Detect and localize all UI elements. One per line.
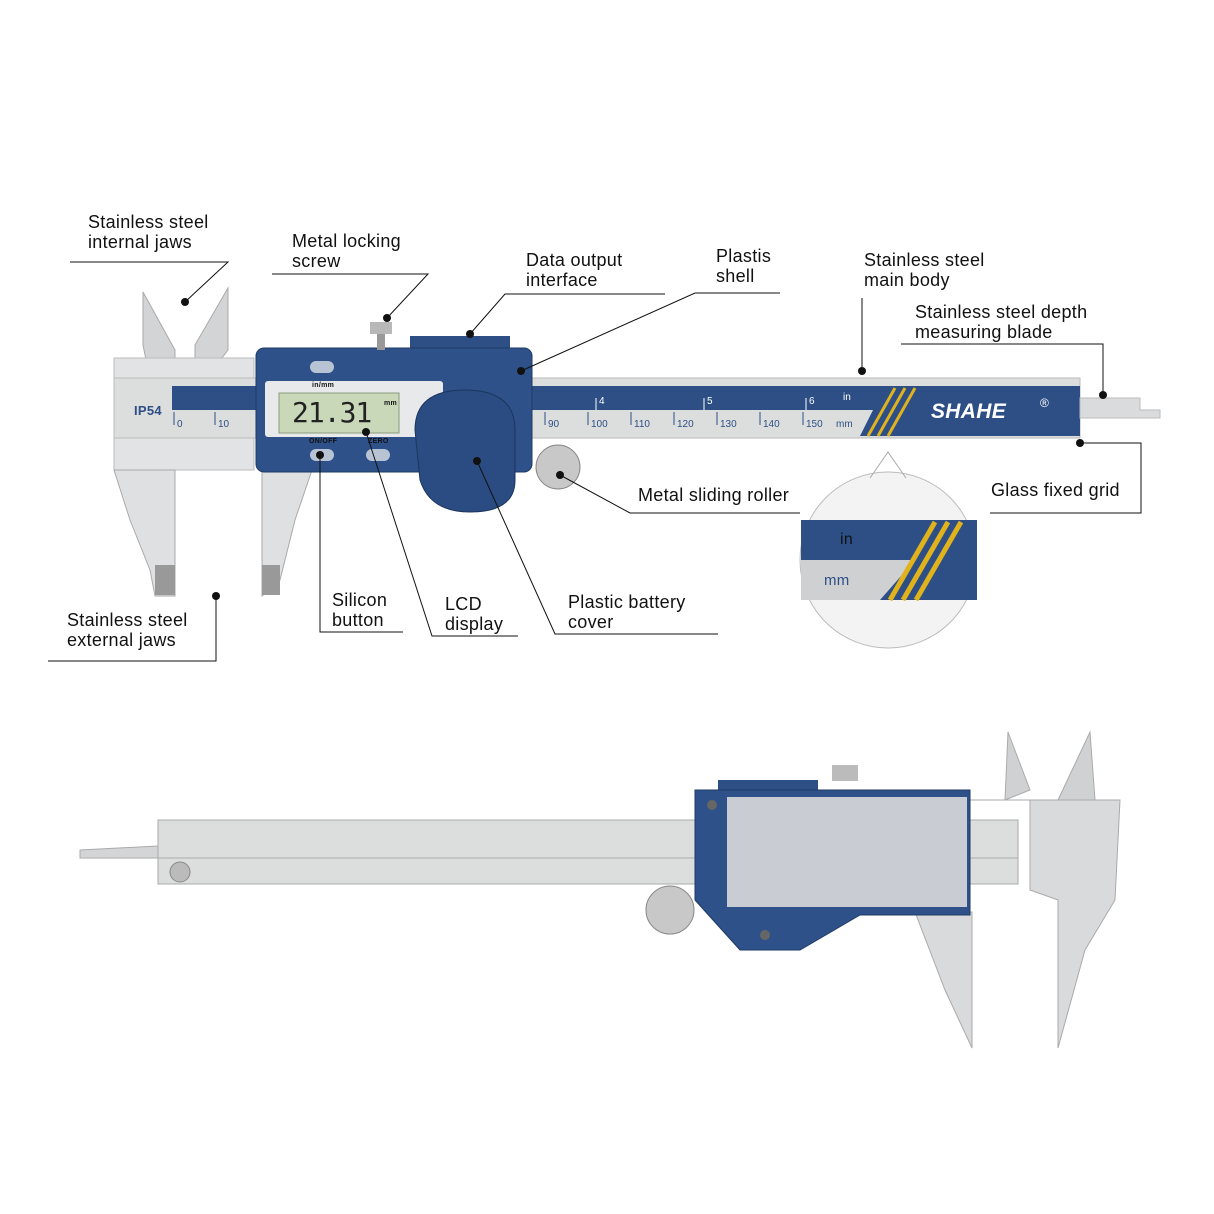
depth-blade [79,845,159,859]
label-line: LCD [445,594,482,614]
label-line: shell [716,266,755,286]
lcd-mode-label: in/mm [312,382,335,389]
scale-ticks [173,412,804,425]
lcd-display [278,392,400,434]
top-button[interactable] [310,361,334,373]
lcd-reading: 21.31 [292,396,372,429]
tick-label: 6 [809,396,815,407]
label-line: Metal sliding roller [638,485,790,505]
label-line: Stainless steel depth [915,302,1088,322]
jaw-tip [262,565,280,595]
zero-button[interactable] [366,449,390,461]
yellow-stripes [866,387,917,437]
sliding-roller [645,885,695,935]
locking-screw[interactable] [370,322,392,334]
tick-label: 140 [763,419,780,430]
brand-mark: ® [1040,396,1050,410]
tick-label: 150 [806,419,823,430]
external-jaw-fixed [113,469,176,597]
label-line: measuring blade [915,322,1053,342]
screw-stem [377,334,385,350]
label-line: Stainless steel [864,250,985,270]
label-line: Plastis [716,246,772,266]
unit-in: in [843,392,851,403]
brand-logo: SHAHE [931,400,1007,423]
jaw-tip [155,565,175,595]
tick-label: 10 [218,419,230,430]
zero-label: ZERO [368,438,389,445]
top-caliper [113,286,1161,598]
on-off-label: ON/OFF [309,438,338,445]
bottom-caliper [79,730,1121,1049]
internal-jaw [1057,730,1096,801]
slider-jaw [914,911,973,1049]
ip-rating: IP54 [134,403,162,418]
magnifier-unit-in: in [840,531,854,548]
magnifier-unit-mm: mm [824,572,850,589]
label-line: Silicon [332,590,388,610]
label-line: Glass fixed grid [991,480,1120,500]
label-line: display [445,614,504,634]
tick-label: 110 [634,419,650,430]
label-line: button [332,610,384,630]
label-line: cover [568,612,614,632]
sliding-roller[interactable] [535,444,581,490]
label-line: Plastic battery [568,592,686,612]
internal-jaw [1004,731,1031,801]
lcd-unit: mm [384,400,398,407]
label-line: screw [292,251,341,271]
tick-label: 120 [677,419,694,430]
label-line: Stainless steel [67,610,188,630]
tick-label: 100 [591,419,608,430]
label-line: Stainless steel [88,212,209,232]
battery-cover [414,389,516,513]
tick-label: 0 [177,419,183,430]
tick-label: 5 [707,396,713,407]
label-line: external jaws [67,630,176,650]
fixed-jaw [965,799,1121,1049]
leader-dots [181,298,1107,600]
leader-lines [48,261,1142,662]
unit-mm: mm [836,419,853,430]
label-line: internal jaws [88,232,192,252]
tick-label: 90 [548,419,560,430]
tick-label: 130 [720,419,737,430]
label-glass-grid: Glass fixed grid [991,480,1120,500]
brand-band [860,386,1080,436]
tick-label: 4 [599,396,605,407]
depth-blade [1079,397,1161,419]
magnifier-inset [799,451,977,649]
label-sliding-roller: Metal sliding roller [638,485,789,505]
label-line: interface [526,270,598,290]
label-line: Data output [526,250,623,270]
label-line: main body [864,270,950,290]
label-line: Metal locking [292,231,401,251]
conversion-table [727,797,967,907]
